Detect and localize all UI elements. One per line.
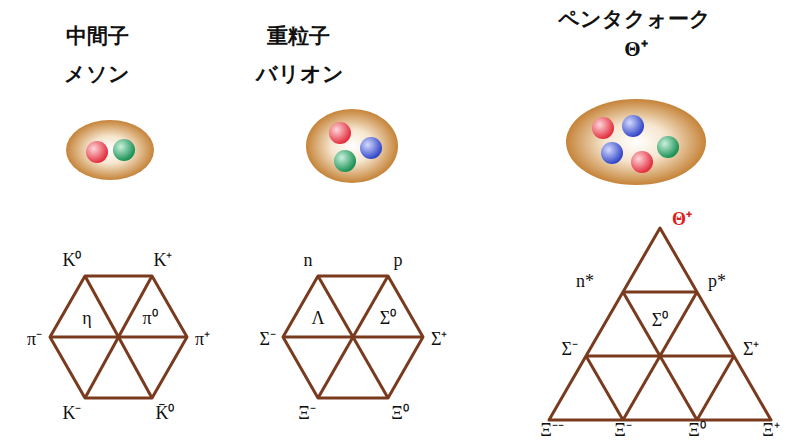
quark-ball xyxy=(334,150,356,172)
particle-label: Σ⁻ xyxy=(562,340,578,360)
grid-line xyxy=(586,356,623,420)
baryon-blob xyxy=(306,109,398,183)
grid-line xyxy=(623,292,697,420)
grid-line xyxy=(623,291,697,294)
particle-label: Σ⁰ xyxy=(652,311,668,331)
quark-ball xyxy=(601,142,623,164)
particle-label: Λ xyxy=(311,309,324,329)
particle-label: Σ⁰ xyxy=(380,309,396,329)
particle-label: Σ⁻ xyxy=(260,330,276,350)
particle-label: Ξ⁻⁻ xyxy=(540,421,564,441)
particle-label: Ξ⁰ xyxy=(688,421,706,441)
quark-ball xyxy=(86,141,108,163)
quark-ball xyxy=(622,115,644,137)
octet-hexagon xyxy=(50,276,187,398)
quark-ball xyxy=(631,151,653,173)
heading: メソン xyxy=(64,63,130,86)
particle-label: Σ⁺ xyxy=(743,340,759,360)
particle-label: K⁰ xyxy=(63,251,82,271)
particle-label: Ξ⁺ xyxy=(762,421,780,441)
heading: バリオン xyxy=(256,63,344,86)
grid-line xyxy=(623,292,697,420)
particle-label: Ξ⁻ xyxy=(298,404,316,424)
pentaquark-blob xyxy=(566,99,706,185)
particle-label: π⁺ xyxy=(195,330,210,350)
particle-label: Θ⁺ xyxy=(672,210,692,230)
antidecuplet-triangle xyxy=(549,228,771,420)
particle-label: p xyxy=(394,251,403,271)
grid-line xyxy=(50,336,187,339)
particle-label: K̄⁰ xyxy=(156,404,175,424)
grid-line xyxy=(697,356,734,420)
quark-ball xyxy=(657,136,679,158)
particle-label: n* xyxy=(576,272,594,292)
particle-label: n xyxy=(304,251,313,271)
heading: 重粒子 xyxy=(267,25,330,48)
quark-ball xyxy=(113,139,135,161)
meson-blob xyxy=(66,120,154,180)
octet-hexagon xyxy=(283,276,423,398)
quark-ball xyxy=(592,117,614,139)
heading: 中間子 xyxy=(66,25,129,48)
particle-label: π⁰ xyxy=(142,309,157,329)
grid-line xyxy=(283,336,423,339)
particle-label: p* xyxy=(708,272,726,292)
particle-label: η xyxy=(82,309,91,329)
particle-label: Ξ⁻ xyxy=(614,421,632,441)
particle-label: K⁺ xyxy=(154,251,173,271)
quark-ball xyxy=(360,137,382,159)
particle-label: π⁻ xyxy=(27,330,42,350)
quark-ball xyxy=(329,122,351,144)
particle-label: Ξ⁰ xyxy=(391,404,409,424)
particle-label: Σ⁺ xyxy=(431,330,447,350)
particle-label: K⁻ xyxy=(63,404,82,424)
heading: ペンタクォーク xyxy=(558,8,711,31)
heading: Θ⁺ xyxy=(624,38,647,61)
